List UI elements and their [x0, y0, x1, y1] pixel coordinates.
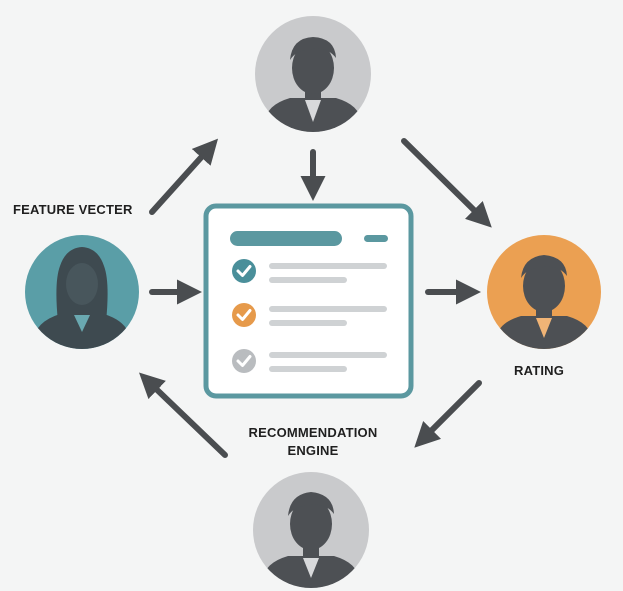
male-user-icon	[265, 37, 361, 132]
card-item-1	[232, 259, 387, 283]
arrow-right-to-bottom	[414, 380, 482, 448]
label-feature-vector: FEATURE VECTER	[13, 202, 133, 217]
check-icon	[232, 303, 256, 327]
card-header-dash	[364, 235, 388, 242]
label-rating: RATING	[514, 363, 564, 378]
arrow-feature-to-top	[149, 138, 219, 215]
check-icon	[232, 349, 256, 373]
recommendation-card	[203, 203, 414, 399]
label-recommendation-engine-line2: ENGINE	[287, 443, 338, 458]
arrow-top-to-right	[401, 138, 492, 228]
card-item-3	[232, 349, 387, 373]
check-icon	[232, 259, 256, 283]
user-avatar-right	[487, 235, 601, 349]
female-user-icon	[34, 247, 130, 349]
flow-arrows	[139, 138, 492, 458]
user-avatar-left	[25, 235, 139, 349]
male-user-icon	[496, 255, 592, 349]
card-item-2	[232, 303, 387, 327]
user-avatar-top	[255, 16, 371, 132]
card-header-bar	[230, 231, 342, 246]
user-avatar-bottom	[253, 472, 369, 588]
arrow-bottom-to-left	[139, 372, 228, 458]
label-recommendation-engine-line1: RECOMMENDATION	[249, 425, 378, 440]
